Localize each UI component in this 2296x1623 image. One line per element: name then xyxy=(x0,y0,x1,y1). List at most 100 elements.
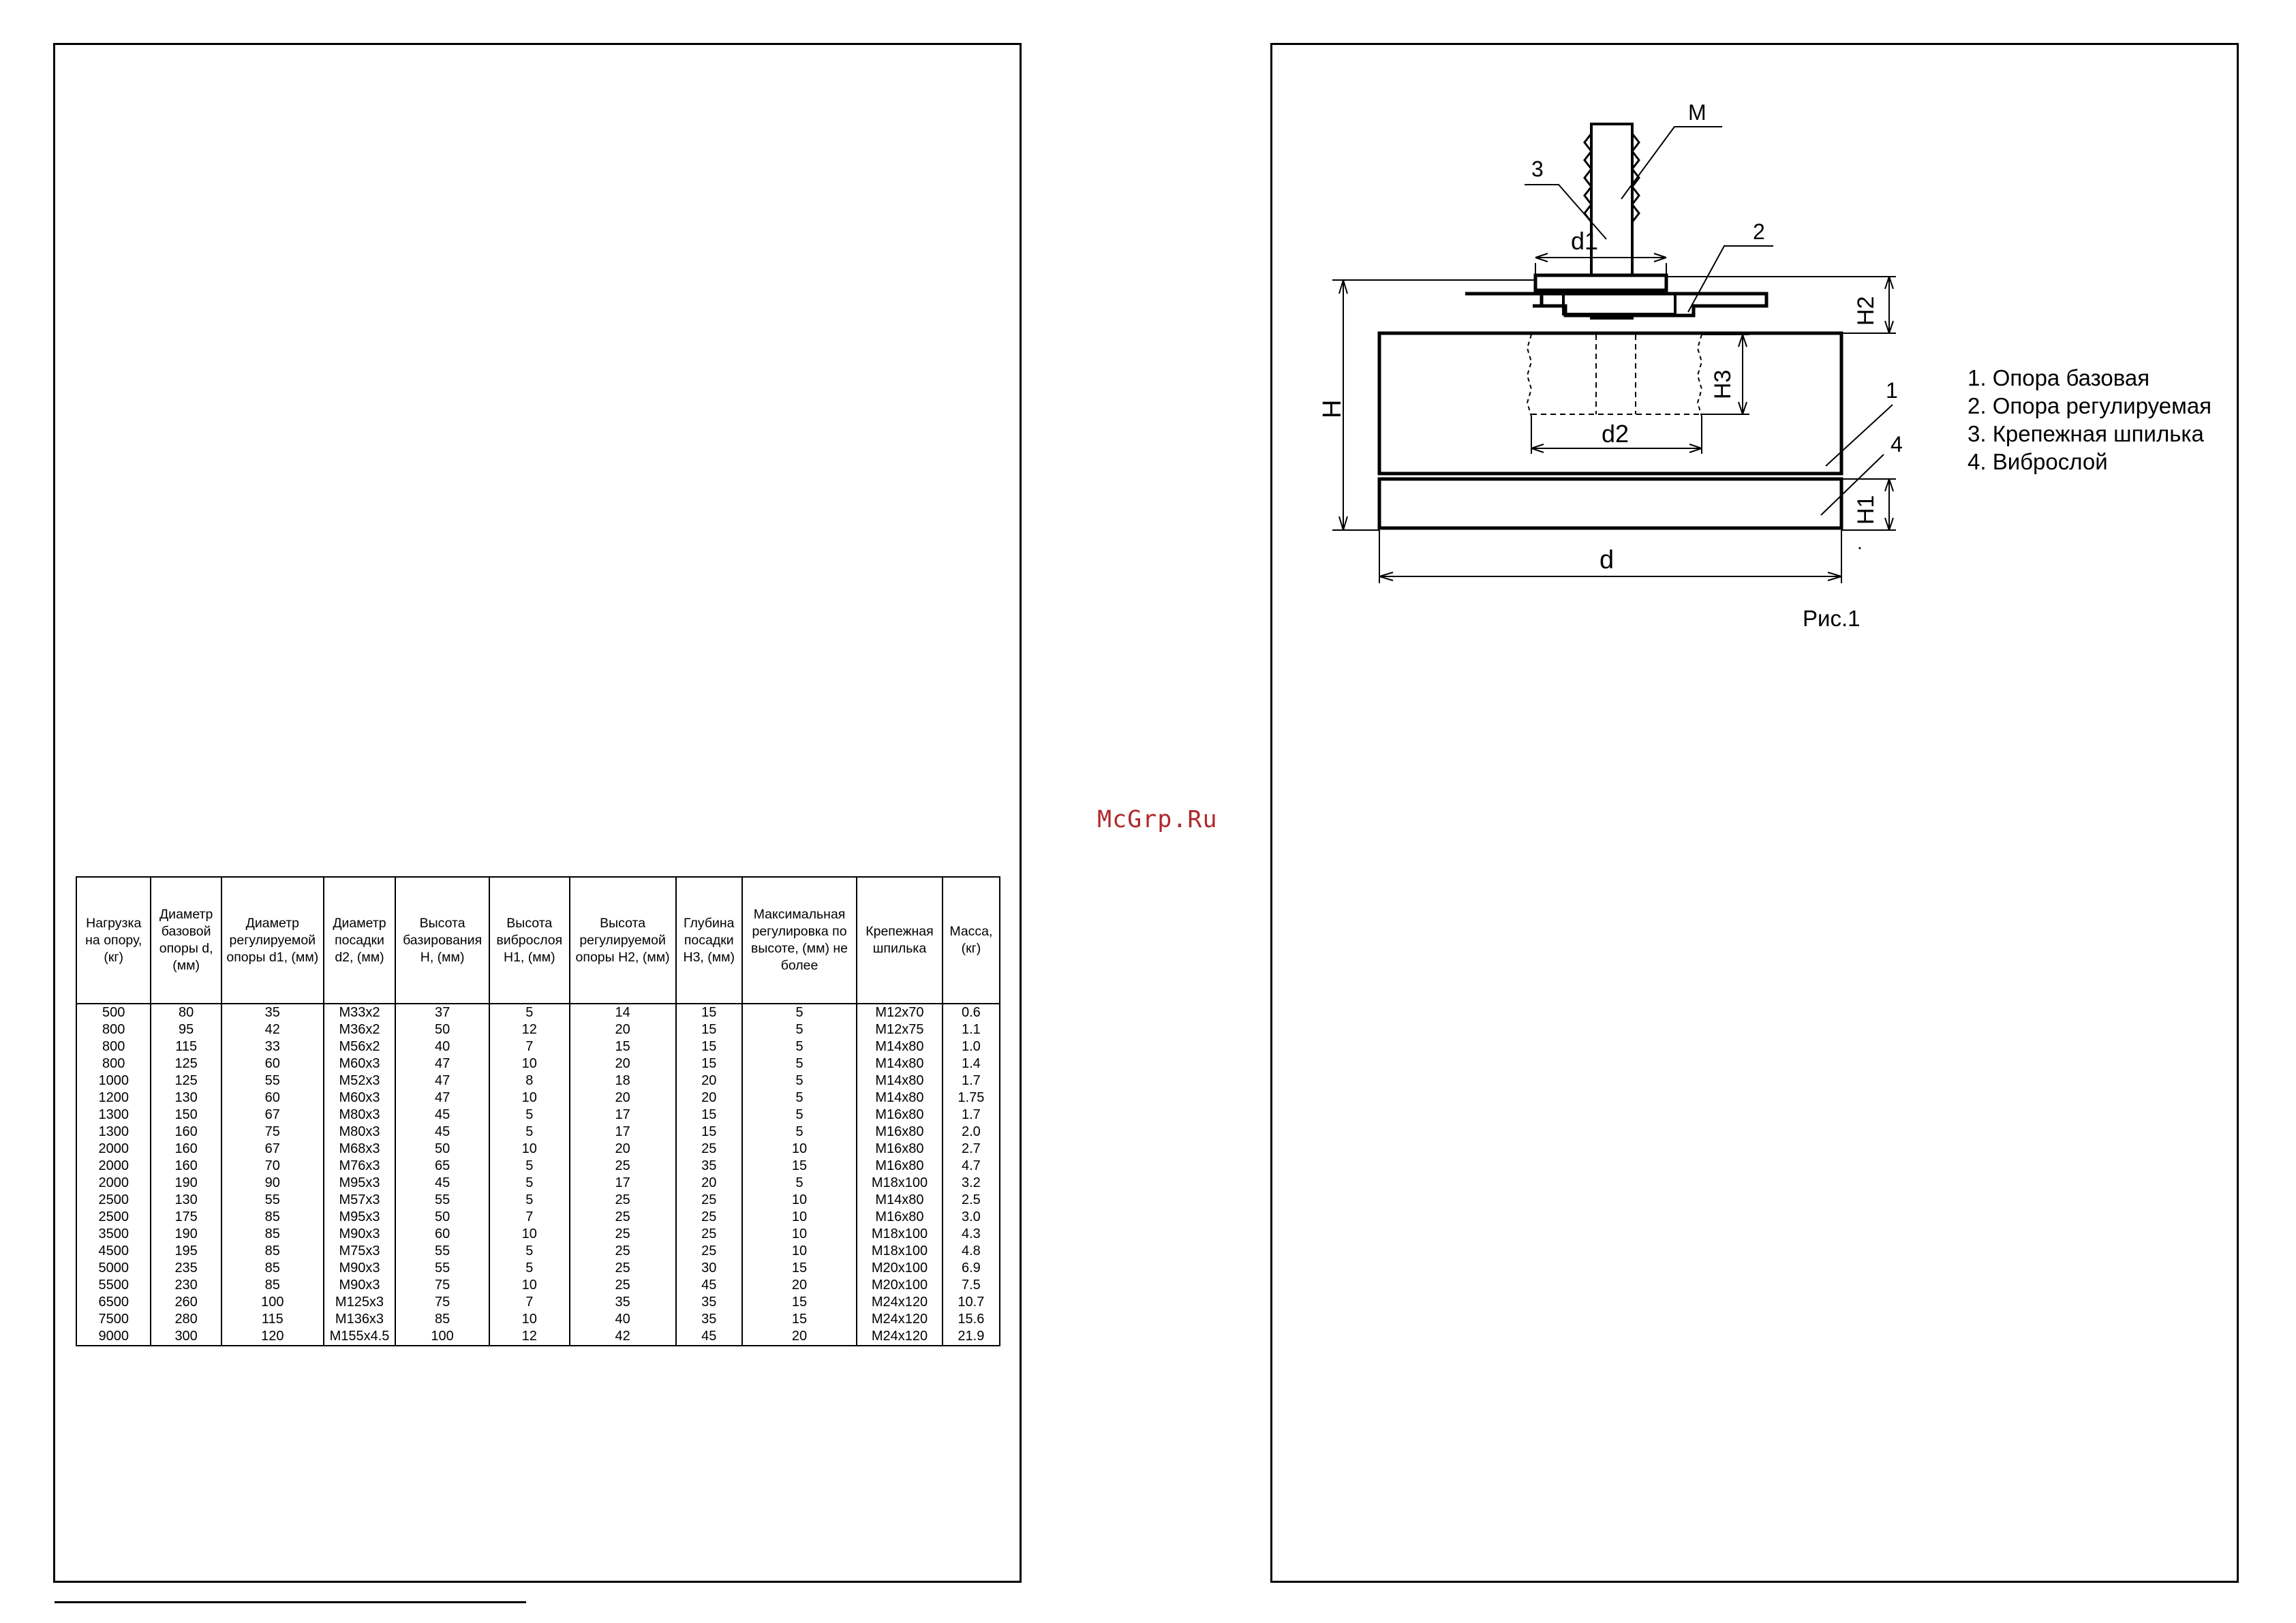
header-cell: Диаметр регулируемой опоры d1, (мм) xyxy=(220,876,324,1004)
table-cell: 10 xyxy=(489,1277,570,1294)
table-cell: 115 xyxy=(220,1311,324,1328)
table-cell: 7 xyxy=(489,1209,570,1226)
table-cell: M14x80 xyxy=(856,1072,943,1089)
header-cell: Высота базирования H, (мм) xyxy=(395,876,491,1004)
table-cell: M18x100 xyxy=(856,1175,943,1192)
table-cell: 90 xyxy=(220,1175,324,1192)
table-cell: 7500 xyxy=(75,1311,152,1328)
header-cell: Высота виброслоя H1, (мм) xyxy=(489,876,570,1004)
table-cell: 5 xyxy=(489,1192,570,1209)
table-cell: 4.8 xyxy=(941,1243,1001,1260)
table-cell: M24x120 xyxy=(856,1311,943,1328)
table-cell: 55 xyxy=(395,1260,491,1277)
table-cell: 85 xyxy=(220,1226,324,1243)
table-cell: 15 xyxy=(568,1038,677,1055)
table-cell: M16x80 xyxy=(856,1141,943,1158)
table-cell: 5 xyxy=(489,1158,570,1175)
table-cell: M24x120 xyxy=(856,1328,943,1346)
table-cell: 18 xyxy=(568,1072,677,1089)
header-cell: Крепежная шпилька xyxy=(856,876,943,1004)
table-cell: 35 xyxy=(220,1003,324,1021)
table-cell: 5 xyxy=(489,1243,570,1260)
table-cell: 10 xyxy=(741,1141,858,1158)
table-cell: 60 xyxy=(220,1055,324,1072)
table-cell: M36x2 xyxy=(322,1021,397,1038)
adjustable-top-plate xyxy=(1533,273,1668,292)
table-cell: 190 xyxy=(150,1175,222,1192)
table-cell: 30 xyxy=(675,1260,743,1277)
table-cell: M14x80 xyxy=(856,1055,943,1072)
table-cell: 160 xyxy=(150,1158,222,1175)
table-header: Нагрузка на опору, (кг) Диаметр базовой … xyxy=(75,876,1001,1004)
table-cell: 5 xyxy=(741,1038,858,1055)
table-cell: 4500 xyxy=(75,1243,152,1260)
table-cell: 100 xyxy=(395,1328,491,1346)
H2-label: H2 xyxy=(1853,296,1879,326)
table-cell: 42 xyxy=(220,1021,324,1038)
hidden-thread-left xyxy=(1526,334,1533,417)
table-cell: 40 xyxy=(568,1311,677,1328)
table-cell: 25 xyxy=(675,1209,743,1226)
table-cell: 85 xyxy=(395,1311,491,1328)
table-cell: 130 xyxy=(150,1089,222,1107)
table-cell: 20 xyxy=(568,1089,677,1107)
table-cell: 47 xyxy=(395,1072,491,1089)
table-cell: 15 xyxy=(741,1311,858,1328)
table-cell: 15 xyxy=(675,1038,743,1055)
table-cell: 7 xyxy=(489,1294,570,1311)
table-cell: 55 xyxy=(220,1192,324,1209)
table-cell: 60 xyxy=(395,1226,491,1243)
table-cell: 15 xyxy=(675,1003,743,1021)
table-cell: M14x80 xyxy=(856,1192,943,1209)
table-cell: 2.7 xyxy=(941,1141,1001,1158)
table-cell: 10 xyxy=(741,1226,858,1243)
table-cell: 0.6 xyxy=(941,1003,1001,1021)
table-cell: 190 xyxy=(150,1226,222,1243)
table-cell: 55 xyxy=(395,1192,491,1209)
table-cell: 3.0 xyxy=(941,1209,1001,1226)
table-cell: M95x3 xyxy=(322,1175,397,1192)
table-cell: 15 xyxy=(741,1294,858,1311)
table-cell: M90x3 xyxy=(322,1260,397,1277)
table-cell: M33x2 xyxy=(322,1003,397,1021)
table-cell: 1300 xyxy=(75,1124,152,1141)
header-cell: Диаметр базовой опоры d, (мм) xyxy=(150,876,222,1004)
table-cell: 6.9 xyxy=(941,1260,1001,1277)
table-cell: 33 xyxy=(220,1038,324,1055)
table-cell: 5 xyxy=(741,1124,858,1141)
H3-arrows xyxy=(1738,334,1747,415)
table-cell: 5 xyxy=(741,1089,858,1107)
table-cell: M80x3 xyxy=(322,1107,397,1124)
table-cell: 10 xyxy=(489,1226,570,1243)
table-cell: 1.0 xyxy=(941,1038,1001,1055)
leader-3 xyxy=(1525,184,1607,240)
table-cell: 25 xyxy=(675,1243,743,1260)
table-cell: 300 xyxy=(150,1328,222,1346)
table-cell: 1300 xyxy=(75,1107,152,1124)
table-cell: 25 xyxy=(675,1141,743,1158)
table-cell: 235 xyxy=(150,1260,222,1277)
table-cell: 10 xyxy=(489,1141,570,1158)
adjustable-inner xyxy=(1562,292,1677,315)
table-cell: 260 xyxy=(150,1294,222,1311)
legend-item: 3. Крепежная шпилька xyxy=(1968,421,2204,446)
table-cell: 20 xyxy=(741,1277,858,1294)
table-cell: 175 xyxy=(150,1209,222,1226)
table-cell: 25 xyxy=(568,1277,677,1294)
table-cell: 7 xyxy=(489,1038,570,1055)
table-cell: 5000 xyxy=(75,1260,152,1277)
table-cell: 40 xyxy=(395,1038,491,1055)
table-cell: 195 xyxy=(150,1243,222,1260)
table-cell: M16x80 xyxy=(856,1124,943,1141)
label-3: 3 xyxy=(1531,157,1544,181)
header-cell: Нагрузка на опору, (кг) xyxy=(75,876,152,1004)
table-cell: M18x100 xyxy=(856,1243,943,1260)
table-cell: 15 xyxy=(741,1158,858,1175)
table-cell: M20x100 xyxy=(856,1260,943,1277)
leader-M xyxy=(1621,126,1722,200)
